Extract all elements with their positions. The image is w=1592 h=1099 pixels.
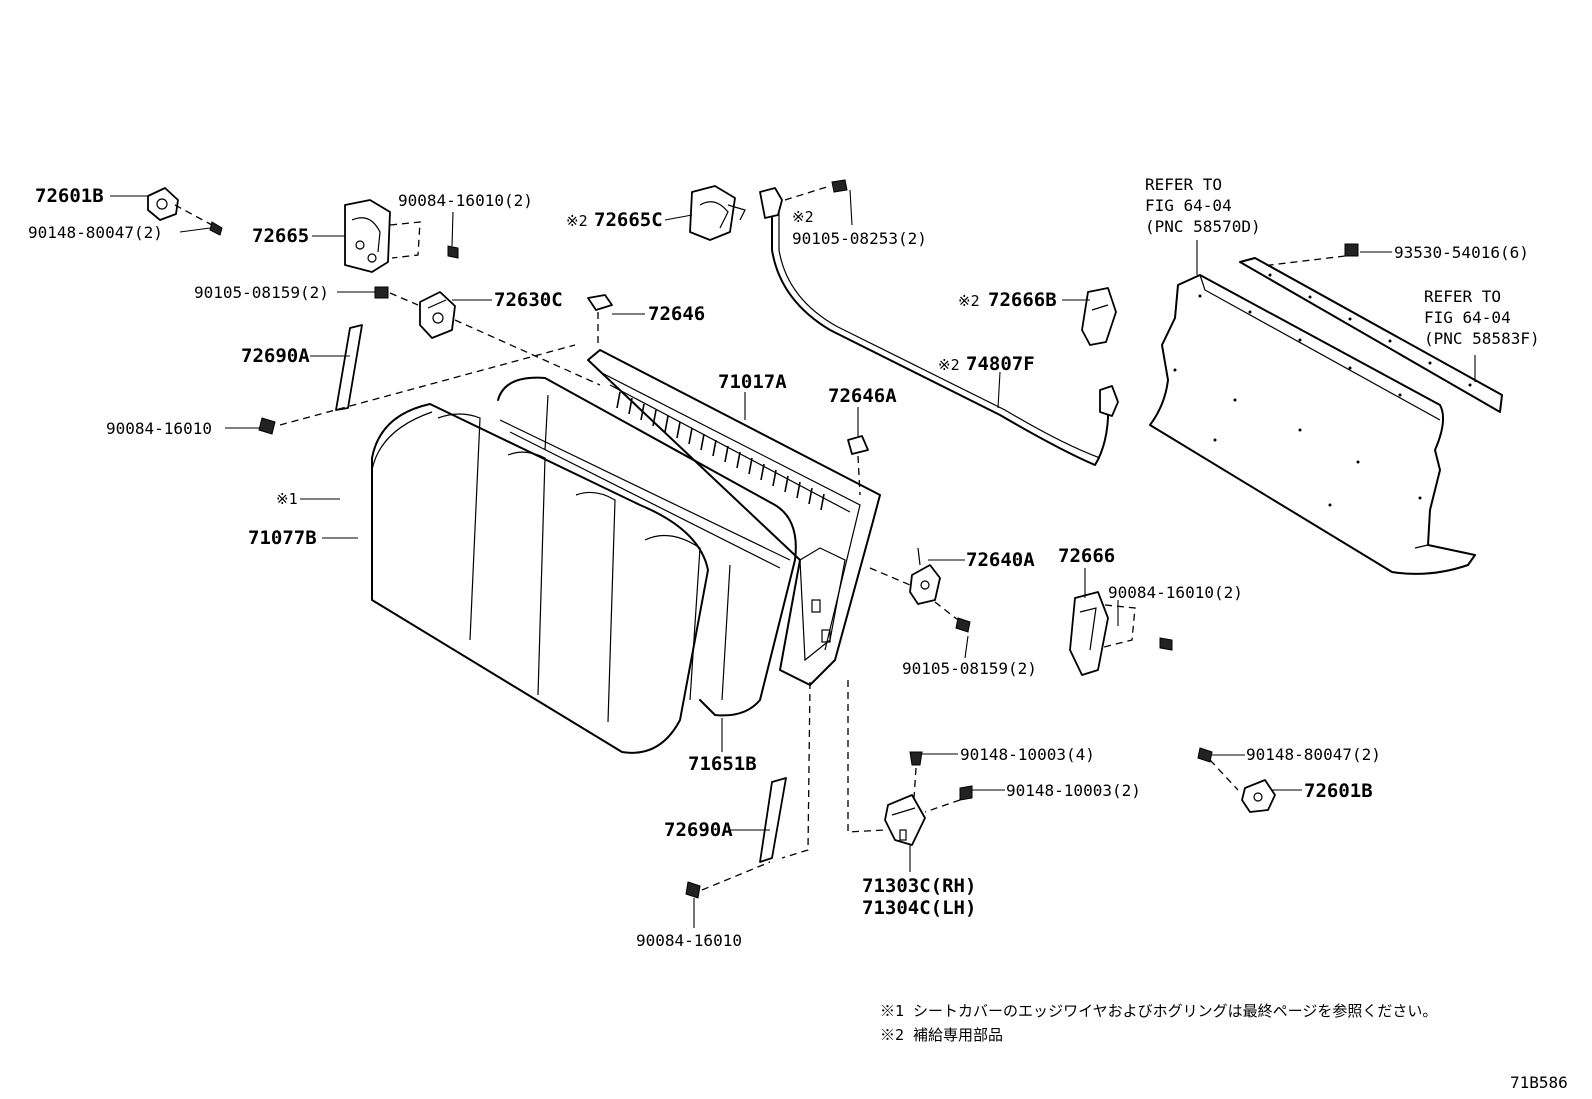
label-72640a: 72640A bbox=[966, 549, 1035, 571]
label-90084-16010-left: 90084-16010 bbox=[106, 419, 212, 438]
label-refer1-line3: (PNC 58570D) bbox=[1145, 217, 1261, 236]
cable-74807f bbox=[759, 187, 1119, 466]
hinge-72665 bbox=[344, 199, 391, 273]
label-72601b-bottom-right: 72601B bbox=[1304, 780, 1373, 802]
clip-72646 bbox=[587, 294, 613, 311]
cover-72666b bbox=[1081, 287, 1117, 346]
bolt-90148-10003-4 bbox=[909, 751, 923, 766]
hinge-72665c bbox=[689, 185, 746, 241]
label-90105-08159-2-mid: 90105-08159(2) bbox=[902, 659, 1037, 678]
figure-id: 71B586 bbox=[1510, 1073, 1568, 1092]
clip-72646a bbox=[847, 435, 869, 455]
part-labels: 72601B 90148-80047(2) 72665 90084-16010(… bbox=[28, 175, 1540, 950]
bolt-90105-08159-mid bbox=[955, 617, 971, 633]
label-90084-16010-2-right: 90084-16010(2) bbox=[1108, 583, 1243, 602]
label-90084-16010-2-top: 90084-16010(2) bbox=[398, 191, 533, 210]
label-90084-16010-bottom: 90084-16010 bbox=[636, 931, 742, 950]
label-90105-08253-mark: ※2 bbox=[792, 208, 814, 226]
rail-58583f bbox=[1239, 257, 1503, 413]
back-board bbox=[1149, 274, 1476, 575]
label-71651b: 71651B bbox=[688, 753, 757, 775]
label-71303c-rh: 71303C(RH) bbox=[862, 875, 976, 897]
bracket-72601b-bottom-right bbox=[1241, 779, 1276, 813]
bolt-90105-08159-left bbox=[374, 286, 389, 299]
label-90105-08253: 90105-08253(2) bbox=[792, 229, 927, 248]
label-71017a: 71017A bbox=[718, 371, 787, 393]
label-72630c: 72630C bbox=[494, 289, 563, 311]
seat-pad-71651b bbox=[497, 376, 797, 717]
label-90148-10003-2: 90148-10003(2) bbox=[1006, 781, 1141, 800]
label-74807f: 74807F bbox=[966, 353, 1035, 375]
bolt-90084-16010-left bbox=[258, 417, 276, 435]
footnotes: ※1 シートカバーのエッジワイヤおよびホグリングは最終ページを参照ください。 ※… bbox=[880, 1002, 1568, 1092]
label-mark1: ※1 bbox=[276, 490, 298, 508]
strip-72690a-bottom bbox=[759, 777, 787, 863]
bolt-90105-08253 bbox=[831, 179, 848, 193]
label-72665: 72665 bbox=[252, 225, 309, 247]
label-72665c-mark: ※2 bbox=[566, 212, 588, 230]
label-71304c-lh: 71304C(LH) bbox=[862, 897, 976, 919]
seat-frame-71017a bbox=[587, 349, 881, 686]
label-71077b: 71077B bbox=[248, 527, 317, 549]
label-72666b: 72666B bbox=[988, 289, 1057, 311]
striker-72640a bbox=[909, 547, 941, 605]
footnote-1: ※1 シートカバーのエッジワイヤおよびホグリングは最終ページを参照ください。 bbox=[880, 1002, 1437, 1020]
label-72666b-mark: ※2 bbox=[958, 292, 980, 310]
label-refer1-line2: FIG 64-04 bbox=[1145, 196, 1232, 215]
label-90148-80047-bottom-right: 90148-80047(2) bbox=[1246, 745, 1381, 764]
bolt-90148-10003-2 bbox=[959, 785, 973, 801]
label-72601b-top-left: 72601B bbox=[35, 185, 104, 207]
label-72646: 72646 bbox=[648, 303, 705, 325]
bolt-90084-16010-right bbox=[1159, 637, 1173, 651]
label-72690a-bottom: 72690A bbox=[664, 819, 733, 841]
label-refer2-line1: REFER TO bbox=[1424, 287, 1501, 306]
bracket-72601b-top-left bbox=[147, 187, 179, 221]
label-72665c: 72665C bbox=[594, 209, 663, 231]
label-90148-80047-top-left: 90148-80047(2) bbox=[28, 223, 163, 242]
label-refer1-line1: REFER TO bbox=[1145, 175, 1222, 194]
footnote-2: ※2 補給専用部品 bbox=[880, 1026, 1003, 1044]
strip-72690a-top bbox=[335, 324, 363, 411]
label-93530-54016: 93530-54016(6) bbox=[1394, 243, 1529, 262]
cover-72666 bbox=[1069, 591, 1109, 676]
leader-lines bbox=[110, 189, 1476, 928]
clip-93530-54016 bbox=[1344, 243, 1359, 257]
latch-72630c bbox=[419, 291, 456, 339]
label-90148-10003-4: 90148-10003(4) bbox=[960, 745, 1095, 764]
label-74807f-mark: ※2 bbox=[938, 356, 960, 374]
label-72646a: 72646A bbox=[828, 385, 897, 407]
screw-90148-80047-top-left bbox=[209, 221, 223, 236]
seat-cover-71077b bbox=[371, 403, 709, 754]
screw-90148-80047-bottom-right bbox=[1197, 747, 1213, 763]
bolt-90084-16010-top bbox=[447, 245, 459, 259]
hinge-71303c-71304c bbox=[884, 794, 926, 846]
label-90105-08159-2-left: 90105-08159(2) bbox=[194, 283, 329, 302]
label-refer2-line3: (PNC 58583F) bbox=[1424, 329, 1540, 348]
label-72690a-top: 72690A bbox=[241, 345, 310, 367]
label-refer2-line2: FIG 64-04 bbox=[1424, 308, 1511, 327]
label-72666: 72666 bbox=[1058, 545, 1115, 567]
bolt-90084-16010-bottom bbox=[685, 881, 701, 899]
